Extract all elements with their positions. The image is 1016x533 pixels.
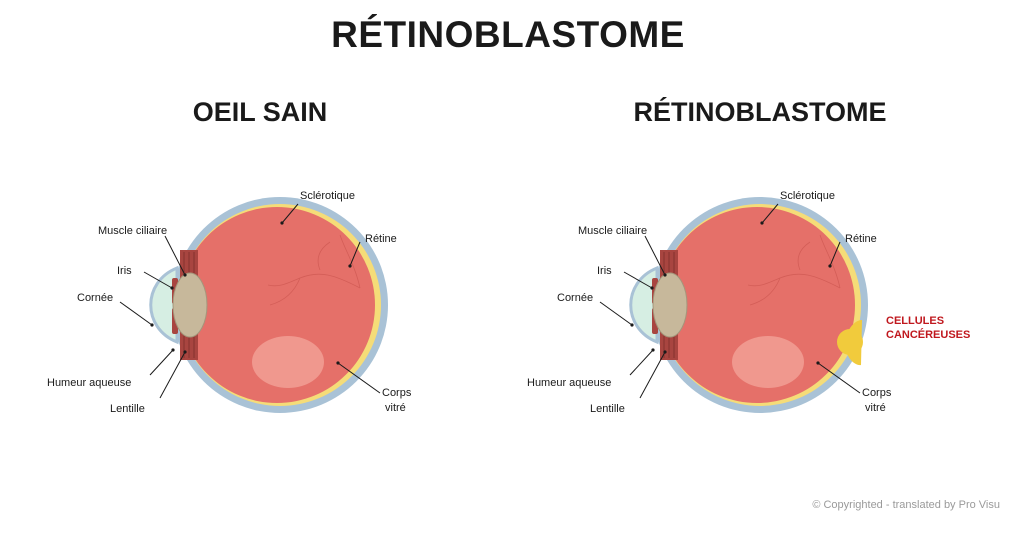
label-muscle-ciliaire: Muscle ciliaire: [98, 225, 167, 237]
vitreous-body: [659, 207, 855, 403]
eye-illustration: [149, 197, 388, 413]
label-humeur-aqueuse: Humeur aqueuse: [527, 377, 611, 389]
healthy-eye-diagram: Sclérotique Muscle ciliaire Rétine Iris …: [20, 170, 520, 470]
label-retine: Rétine: [365, 233, 397, 245]
light-reflection: [252, 336, 324, 388]
label-sclerotique: Sclérotique: [300, 190, 355, 202]
cornea: [629, 265, 659, 345]
label-muscle-ciliaire: Muscle ciliaire: [578, 225, 647, 237]
panel-title-retinoblastoma: RÉTINOBLASTOME: [633, 97, 887, 127]
lens: [172, 272, 208, 338]
label-sclerotique: Sclérotique: [780, 190, 835, 202]
vitreous-body: [179, 207, 375, 403]
label-cancereuses: CANCÉREUSES: [886, 328, 970, 341]
lens: [652, 272, 688, 338]
leader-lines: [599, 203, 861, 399]
label-lentille: Lentille: [110, 403, 145, 415]
label-corps-line2: vitré: [385, 402, 406, 414]
label-cornee: Cornée: [557, 292, 593, 304]
tumor-mass: [837, 329, 863, 355]
retinoblastoma-eye-diagram: Sclérotique Muscle ciliaire Rétine Iris …: [500, 170, 1000, 470]
blood-vessels: [267, 234, 361, 306]
label-humeur-aqueuse: Humeur aqueuse: [47, 377, 131, 389]
label-cellules: CELLULES: [886, 315, 944, 327]
label-corps-line1: Corps: [382, 387, 412, 399]
label-retine: Rétine: [845, 233, 877, 245]
light-reflection: [732, 336, 804, 388]
label-dots: [150, 221, 352, 365]
eye-illustration: [629, 197, 868, 413]
label-corps-line1: Corps: [862, 387, 892, 399]
copyright-notice: © Copyrighted - translated by Pro Visu: [812, 499, 1000, 511]
label-lentille: Lentille: [590, 403, 625, 415]
main-title: RÉTINOBLASTOME: [331, 14, 685, 55]
label-cornee: Cornée: [77, 292, 113, 304]
panel-title-healthy: OEIL SAIN: [192, 97, 328, 127]
label-iris: Iris: [117, 265, 132, 277]
cornea: [149, 265, 179, 345]
leader-lines: [119, 203, 381, 399]
label-iris: Iris: [597, 265, 612, 277]
blood-vessels: [747, 234, 841, 306]
label-dots: [630, 221, 832, 365]
label-corps-line2: vitré: [865, 402, 886, 414]
